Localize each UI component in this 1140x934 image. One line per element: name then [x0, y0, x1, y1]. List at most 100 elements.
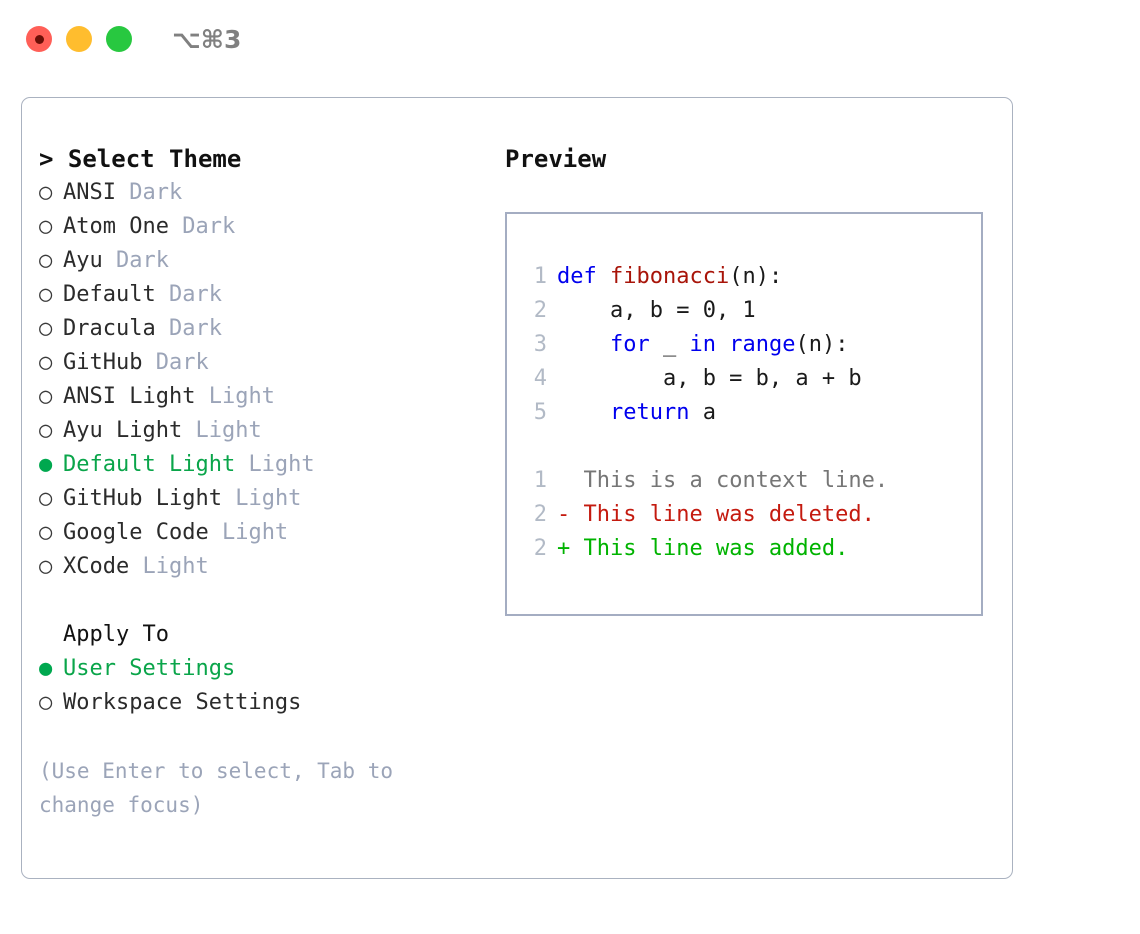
radio-unselected-icon: ○ [39, 316, 53, 341]
diff-marker: - [557, 502, 584, 527]
theme-option-category: Light [248, 452, 315, 477]
apply-to-option-label: User Settings [63, 656, 236, 681]
theme-option-name: GitHub [63, 350, 143, 375]
diff-sample: 1 This is a context line.2- This line wa… [521, 464, 981, 566]
code-token: (n): [729, 264, 783, 289]
diff-line-del: 2- This line was deleted. [521, 498, 981, 532]
zoom-button[interactable] [106, 26, 132, 52]
diff-line-number: 2 [533, 536, 547, 561]
theme-option-name: Default Light [63, 452, 236, 477]
apply-to-option-user-settings[interactable]: ● User Settings [39, 652, 492, 686]
radio-selected-icon: ● [39, 656, 53, 681]
radio-unselected-icon: ○ [39, 248, 53, 273]
theme-option-name: Default [63, 282, 156, 307]
apply-to-list: ● User Settings ○Workspace Settings [39, 652, 492, 720]
code-line: 3 for _ in range(n): [521, 328, 981, 362]
theme-option-github[interactable]: ○ GitHub Dark [39, 346, 492, 380]
theme-gap [182, 418, 195, 443]
select-theme-heading: > Select Theme [39, 145, 242, 173]
code-line-number: 3 [533, 332, 547, 357]
code-token: def [557, 264, 610, 289]
code-line-number: 2 [533, 298, 547, 323]
theme-option-name: Atom One [63, 214, 169, 239]
close-button[interactable] [26, 26, 52, 52]
code-line-number: 4 [533, 366, 547, 391]
theme-option-name: Dracula [63, 316, 156, 341]
preview-heading: Preview [505, 145, 607, 173]
theme-list: ○ANSI Dark○Atom One Dark○Ayu Dark○Defaul… [39, 176, 492, 584]
theme-option-ayu[interactable]: ○Ayu Dark [39, 244, 492, 278]
traffic-lights [26, 26, 132, 52]
theme-option-default-light[interactable]: ● Default Light Light [39, 448, 492, 482]
theme-option-category: Light [142, 554, 209, 579]
theme-option-google-code[interactable]: ○Google Code Light [39, 516, 492, 550]
code-token [716, 332, 729, 357]
theme-option-default[interactable]: ○Default Dark [39, 278, 492, 312]
theme-selection-column: > Select Theme ○ANSI Dark○Atom One Dark○… [22, 142, 492, 878]
diff-text: This is a context line. [583, 468, 889, 493]
theme-gap [222, 486, 235, 511]
diff-line-add: 2 + This line was added. [521, 532, 981, 566]
radio-unselected-icon: ○ [39, 418, 53, 443]
theme-gap [156, 316, 169, 341]
radio-selected-icon: ● [39, 452, 53, 477]
theme-option-name: ANSI [63, 180, 116, 205]
minimize-button[interactable] [66, 26, 92, 52]
code-token: a, b = b, a + b [557, 366, 862, 391]
radio-unselected-icon: ○ [39, 282, 53, 307]
code-token: _ [649, 332, 690, 357]
radio-unselected-icon: ○ [39, 486, 53, 511]
theme-option-name: XCode [63, 554, 130, 579]
theme-option-name: GitHub Light [63, 486, 222, 511]
theme-option-category: Light [221, 520, 289, 545]
theme-option-category: Light [208, 384, 275, 409]
theme-option-name: Ayu Light [63, 418, 183, 443]
theme-gap [209, 520, 222, 545]
theme-option-xcode[interactable]: ○ XCode Light [39, 550, 492, 584]
theme-option-atom-one[interactable]: ○Atom One Dark [39, 210, 492, 244]
radio-unselected-icon: ○ [39, 180, 53, 205]
window-titlebar: ⌥⌘3 [0, 0, 1140, 78]
theme-gap [156, 282, 169, 307]
theme-option-category: Dark [182, 214, 236, 239]
theme-option-dracula[interactable]: ○ Dracula Dark [39, 312, 492, 346]
code-token: for [609, 332, 650, 357]
theme-gap [129, 554, 142, 579]
theme-gap [235, 452, 248, 477]
apply-to-heading: Apply To [63, 622, 169, 647]
code-token: range [729, 332, 796, 357]
code-line-number: 5 [533, 400, 547, 425]
code-line: 2 a, b = 0, 1 [521, 294, 981, 328]
theme-option-name: ANSI Light [63, 384, 196, 409]
code-diff-separator [521, 430, 981, 464]
theme-option-ansi-light[interactable]: ○ANSI Light Light [39, 380, 492, 414]
theme-option-category: Dark [116, 248, 169, 273]
code-line: 5 return a [521, 396, 981, 430]
apply-to-option-workspace-settings[interactable]: ○Workspace Settings [39, 686, 492, 720]
radio-unselected-icon: ○ [39, 520, 53, 545]
theme-option-category: Dark [129, 180, 183, 205]
theme-picker-panel: > Select Theme ○ANSI Dark○Atom One Dark○… [21, 97, 1013, 879]
code-token: in [689, 332, 716, 357]
list-spacer [39, 584, 492, 618]
theme-option-category: Dark [168, 316, 222, 341]
theme-option-category: Light [195, 418, 262, 443]
theme-gap [142, 350, 155, 375]
radio-unselected-icon: ○ [39, 554, 53, 579]
code-token [557, 400, 610, 425]
code-token: (n): [795, 332, 849, 357]
diff-text: This line was added. [583, 536, 849, 561]
theme-option-github-light[interactable]: ○GitHub Light Light [39, 482, 492, 516]
theme-option-ansi[interactable]: ○ ANSI Dark [39, 176, 492, 210]
code-line-number: 1 [533, 264, 547, 289]
keyboard-shortcut-label: ⌥⌘3 [172, 24, 242, 54]
diff-marker: + [557, 536, 584, 561]
theme-gap [195, 384, 208, 409]
code-token: a, b = 0, 1 [557, 298, 756, 323]
theme-option-ayu-light[interactable]: ○ Ayu Light Light [39, 414, 492, 448]
theme-option-category: Dark [155, 350, 209, 375]
radio-unselected-icon: ○ [39, 350, 53, 375]
